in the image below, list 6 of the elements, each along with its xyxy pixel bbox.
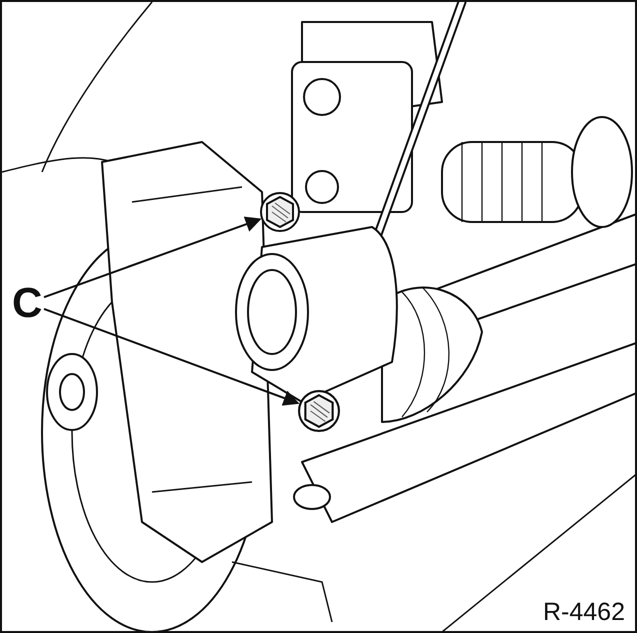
leader-arrow: [44, 216, 262, 298]
bolt-head: [260, 192, 300, 232]
callout-letter: C: [12, 282, 42, 324]
figure-number: R-4462: [543, 600, 625, 625]
leader-arrow: [44, 308, 300, 406]
bolt-head: [298, 390, 340, 432]
